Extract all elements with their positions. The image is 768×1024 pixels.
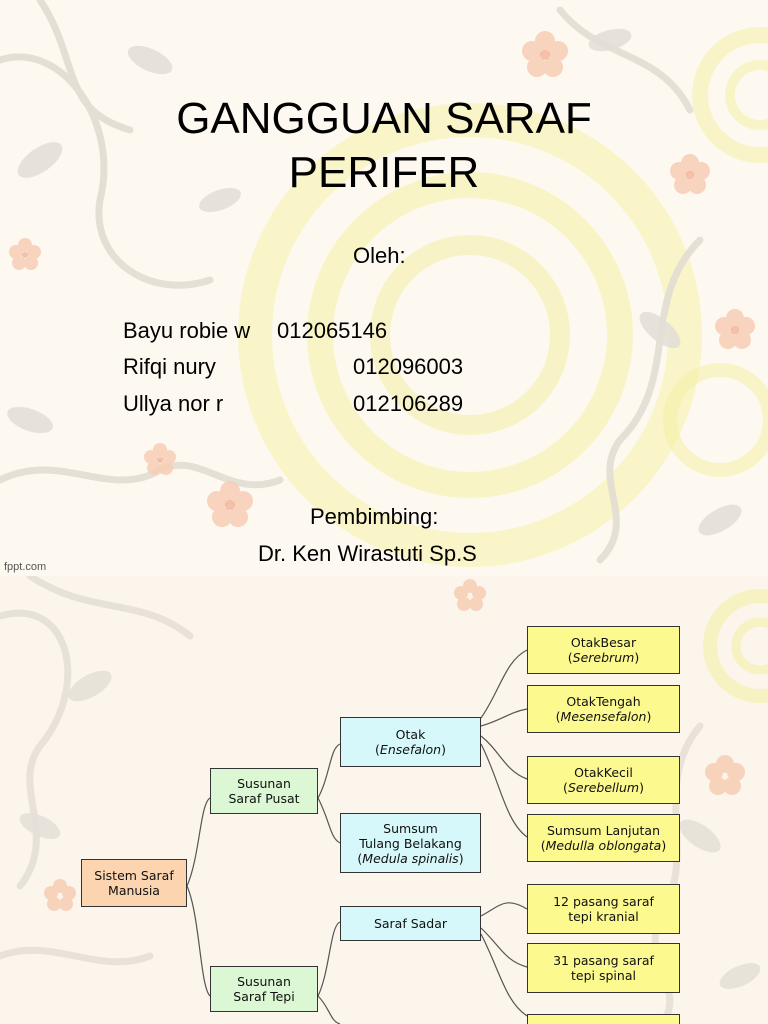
node-label: Susunan (237, 776, 291, 791)
author-id: 012106289 (353, 391, 464, 416)
node-label: Saraf Tepi (233, 989, 295, 1004)
floral-background (0, 0, 768, 567)
node-saraf-kranial: 12 pasang saraf tepi kranial (527, 884, 680, 934)
node-label: (Serebellum) (563, 780, 644, 795)
watermark: fppt.com (4, 561, 47, 573)
node-label: 12 pasang saraf (553, 894, 654, 909)
node-label: tepi spinal (571, 968, 636, 983)
by-label: Oleh: (353, 243, 406, 268)
node-label: 31 pasang saraf (553, 953, 654, 968)
node-label: (Mesensefalon) (555, 709, 652, 724)
node-otak: Otak (Ensefalon) (340, 717, 481, 767)
node-label: (Medulla oblongata) (540, 838, 667, 853)
title-line-1: GANGGUAN SARAF (176, 94, 592, 143)
node-saraf-tepi: Susunan Saraf Tepi (210, 966, 318, 1012)
node-saraf-pusat: Susunan Saraf Pusat (210, 768, 318, 814)
title-line-2: PERIFER (288, 148, 480, 197)
diagram-slide: Sistem Saraf Manusia Susunan Saraf Pusat… (0, 576, 768, 1024)
author-id: 012096003 (353, 354, 464, 379)
node-label: Susunan (237, 974, 291, 989)
node-label: OtakTengah (566, 694, 641, 709)
node-sumsum-lanjutan: Sumsum Lanjutan (Medulla oblongata) (527, 814, 680, 862)
node-label: Saraf Sadar (373, 916, 448, 931)
node-label: OtakBesar (570, 635, 637, 650)
node-label: (Ensefalon) (375, 742, 446, 757)
author-name: Ullya nor r (123, 391, 224, 416)
node-label: OtakKecil (574, 765, 633, 780)
node-otak-besar: OtakBesar (Serebrum) (527, 626, 680, 674)
node-label: Otak (395, 727, 426, 742)
diagram-connectors (186, 649, 528, 1024)
slide-title: GANGGUAN SARAF PERIFER (0, 92, 768, 200)
advisor-name: Dr. Ken Wirastuti Sp.S (258, 541, 477, 566)
node-label: (Serebrum) (567, 650, 640, 665)
node-label: Sistem Saraf Manusia (94, 868, 174, 898)
node-saraf-spinal: 31 pasang saraf tepi spinal (527, 943, 680, 993)
node-label: tepi kranial (568, 909, 639, 924)
node-label: Saraf Pusat (228, 791, 300, 806)
node-otak-kecil: OtakKecil (Serebellum) (527, 756, 680, 804)
node-label: Sumsum (383, 820, 438, 836)
author-name: Rifqi nury (123, 354, 216, 379)
node-saraf-sadar: Saraf Sadar (340, 906, 481, 941)
title-slide: GANGGUAN SARAF PERIFER Oleh: Bayu robie … (0, 0, 768, 573)
node-sumsum-tulang-belakang: Sumsum Tulang Belakang (Medula spinalis) (340, 813, 481, 873)
node-label: Tulang Belakang (359, 835, 462, 851)
node-label: Sumsum Lanjutan (546, 823, 661, 838)
node-saraf-partial (527, 1014, 680, 1024)
node-otak-tengah: OtakTengah (Mesensefalon) (527, 685, 680, 733)
author-name: Bayu robie w (123, 318, 251, 343)
node-sistem-saraf-manusia: Sistem Saraf Manusia (81, 859, 187, 907)
node-label: (Medula spinalis) (357, 850, 464, 866)
advisor-label: Pembimbing: (310, 504, 439, 529)
author-id: 012065146 (277, 318, 388, 343)
